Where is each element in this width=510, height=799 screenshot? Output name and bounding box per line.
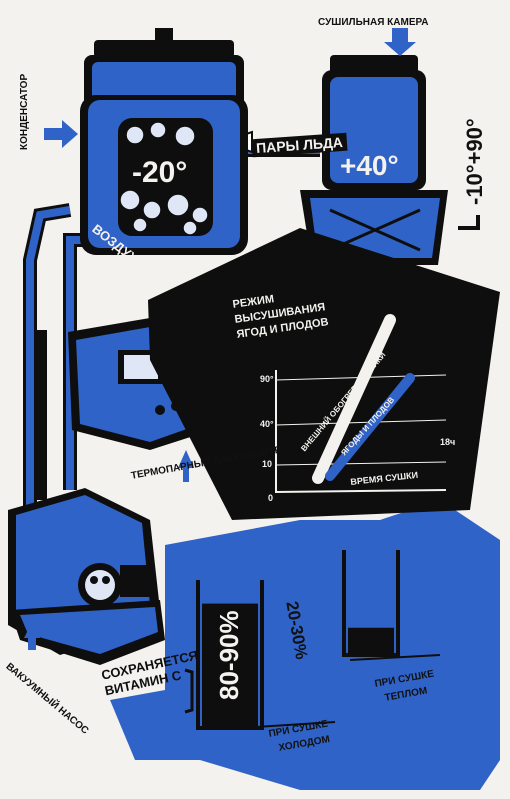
heat-caption-underline — [349, 654, 441, 661]
drying-chamber-label: СУШИЛЬНАЯ КАМЕРА — [318, 17, 429, 28]
caption-underline — [239, 721, 336, 729]
cold-beaker-fill — [202, 603, 258, 726]
temp-range: -10°+90° — [462, 118, 487, 205]
x-end: 18ч — [440, 437, 456, 447]
y-tick-40: 40° — [260, 419, 274, 429]
ice-bubbles — [119, 121, 209, 236]
upper-series-curve — [312, 314, 396, 484]
y-tick-90: 90° — [260, 374, 274, 384]
pump-arrow — [24, 622, 40, 650]
vacuum-pump — [8, 488, 165, 665]
condenser-temp: -20° — [132, 156, 188, 189]
chamber-arrow — [384, 28, 416, 56]
x-origin: 0 — [268, 493, 274, 503]
y-tick-10: 10 — [262, 459, 273, 469]
graph-panel — [148, 228, 500, 520]
heat-beaker-fill — [348, 627, 394, 653]
condenser-label: КОНДЕНСАТОР — [19, 73, 30, 150]
gauge-arrow — [178, 450, 194, 482]
retained-bracket — [184, 668, 194, 714]
cold-beaker — [196, 580, 264, 730]
cold-percent: 80-90% — [214, 610, 244, 700]
chamber-temp: +40° — [340, 150, 399, 181]
range-bracket — [458, 215, 480, 230]
graph-lines — [312, 314, 415, 484]
condenser-arrow — [44, 120, 78, 148]
condenser-tank — [80, 28, 248, 255]
heat-beaker — [342, 550, 400, 657]
lower-series-curve — [325, 373, 415, 481]
